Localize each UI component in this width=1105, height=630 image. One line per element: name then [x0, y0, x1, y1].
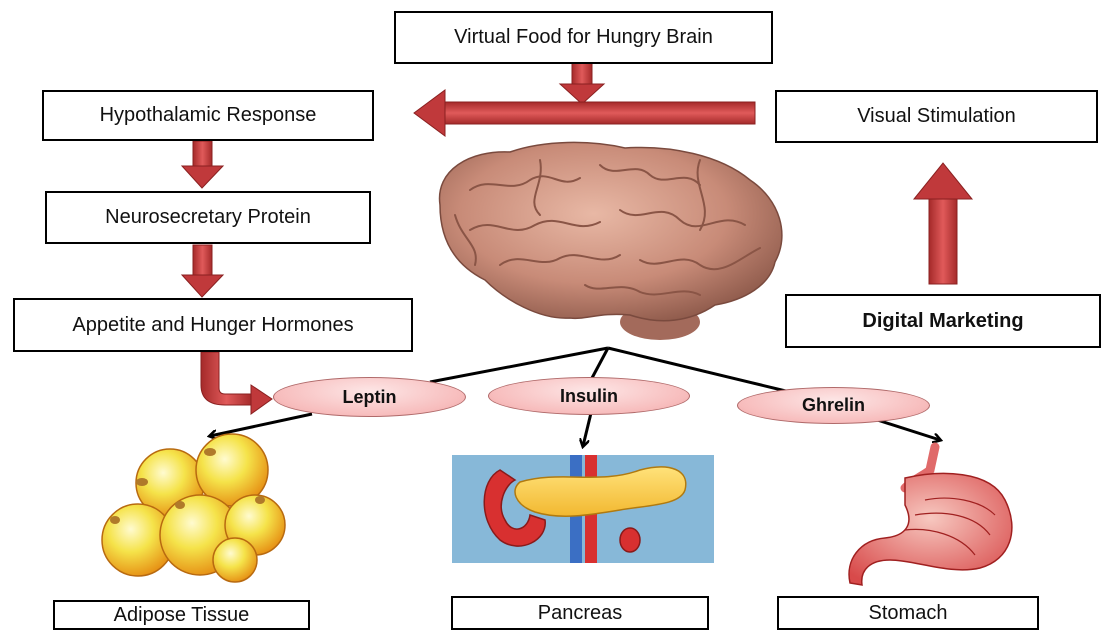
stomach-box: Stomach	[777, 596, 1039, 630]
leptin-ellipse: Leptin	[273, 377, 466, 417]
neurosecretary-protein-box: Neurosecretary Protein	[45, 191, 371, 244]
pancreas-image	[452, 455, 714, 563]
arrow-down-2	[182, 245, 223, 297]
pancreas-box: Pancreas	[451, 596, 709, 630]
virtual-food-box: Virtual Food for Hungry Brain	[394, 11, 773, 64]
arrow-virtual-down	[560, 63, 604, 104]
brain-image	[440, 142, 782, 340]
adipose-cells-image	[102, 434, 285, 582]
digital-marketing-box: Digital Marketing	[785, 294, 1101, 348]
ghrelin-ellipse: Ghrelin	[737, 387, 930, 424]
arrow-elbow-to-leptin	[201, 352, 272, 414]
appetite-hormones-box: Appetite and Hunger Hormones	[13, 298, 413, 352]
arrow-up-to-visual	[914, 163, 972, 284]
hypothalamic-response-box: Hypothalamic Response	[42, 90, 374, 141]
arrow-down-1	[182, 141, 223, 188]
insulin-ellipse: Insulin	[488, 377, 690, 415]
adipose-tissue-box: Adipose Tissue	[53, 600, 310, 630]
visual-stimulation-box: Visual Stimulation	[775, 90, 1098, 143]
stomach-image	[849, 447, 1012, 585]
